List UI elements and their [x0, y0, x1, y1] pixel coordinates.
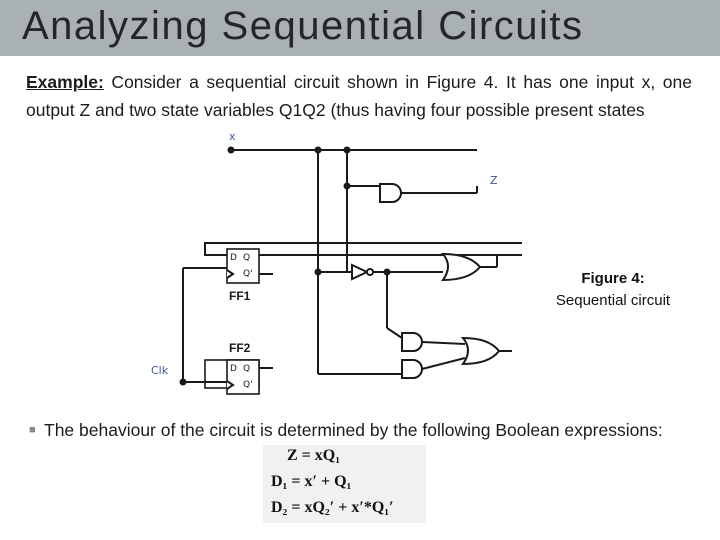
feedback-bus [204, 242, 522, 256]
bullet-text: The behaviour of the circuit is determin… [44, 420, 663, 440]
not-gate-bubble [366, 268, 374, 276]
intro-paragraph: Example: Consider a sequential circuit s… [26, 68, 692, 124]
and-gate-z [379, 183, 402, 203]
input-x-label: x [229, 130, 236, 143]
and-gate-d2a [401, 332, 423, 352]
wire-and2b-out [421, 357, 466, 370]
junction-x4 [343, 182, 351, 190]
wire-and2a-in [386, 327, 403, 339]
intro-lead: Example: [26, 72, 104, 92]
circuit-figure: x Z D Q Q' FF1 [147, 128, 522, 404]
ff2-box [226, 359, 260, 395]
equation-d1: D₁ = x′ + Q₁ [271, 473, 352, 490]
ff1-pin-q: Q [243, 253, 250, 263]
ff1-label: FF1 [229, 289, 251, 303]
ff2-pin-d: D [230, 364, 237, 374]
title-bar: Analyzing Sequential Circuits [0, 0, 720, 56]
bullet-icon: ■ [29, 424, 36, 436]
equation-z: Z = xQ₁ [287, 447, 341, 464]
or-gate-d1 [440, 252, 482, 282]
ff2-pin-qbar: Q' [243, 380, 253, 390]
ff2-clock-pin [226, 380, 235, 390]
caption-title: Figure 4: [581, 270, 645, 287]
not-gate [351, 263, 370, 281]
ff2-pin-q: Q [243, 364, 250, 374]
output-z-label: Z [490, 174, 498, 187]
ff1-clock-pin [226, 269, 235, 279]
input-x-node [227, 146, 235, 154]
figure-caption: Figure 4: Sequential circuit [538, 268, 688, 312]
or-gate-d2 [460, 336, 501, 366]
ff2-label: FF2 [229, 341, 251, 355]
clock-label: Clk [151, 364, 169, 377]
equation-d2: D₂ = xQ₂′ + x′*Q₁′ [271, 499, 394, 516]
ff1-pin-qbar: Q' [243, 269, 253, 279]
circuit-diagram: x Z D Q Q' FF1 [151, 130, 522, 395]
equations-box: Z = xQ₁ D₁ = x′ + Q₁ D₂ = xQ₂′ + x′*Q₁′ [263, 445, 426, 523]
and-gate-d2b [401, 359, 423, 379]
ff1-pin-d: D [230, 253, 237, 263]
slide-title: Analyzing Sequential Circuits [22, 4, 584, 48]
intro-text: Consider a sequential circuit shown in F… [26, 72, 692, 120]
wire-and2a-out [421, 341, 466, 345]
junction-q1 [383, 268, 391, 276]
caption-text: Sequential circuit [555, 292, 671, 309]
ff1-box [226, 248, 260, 284]
